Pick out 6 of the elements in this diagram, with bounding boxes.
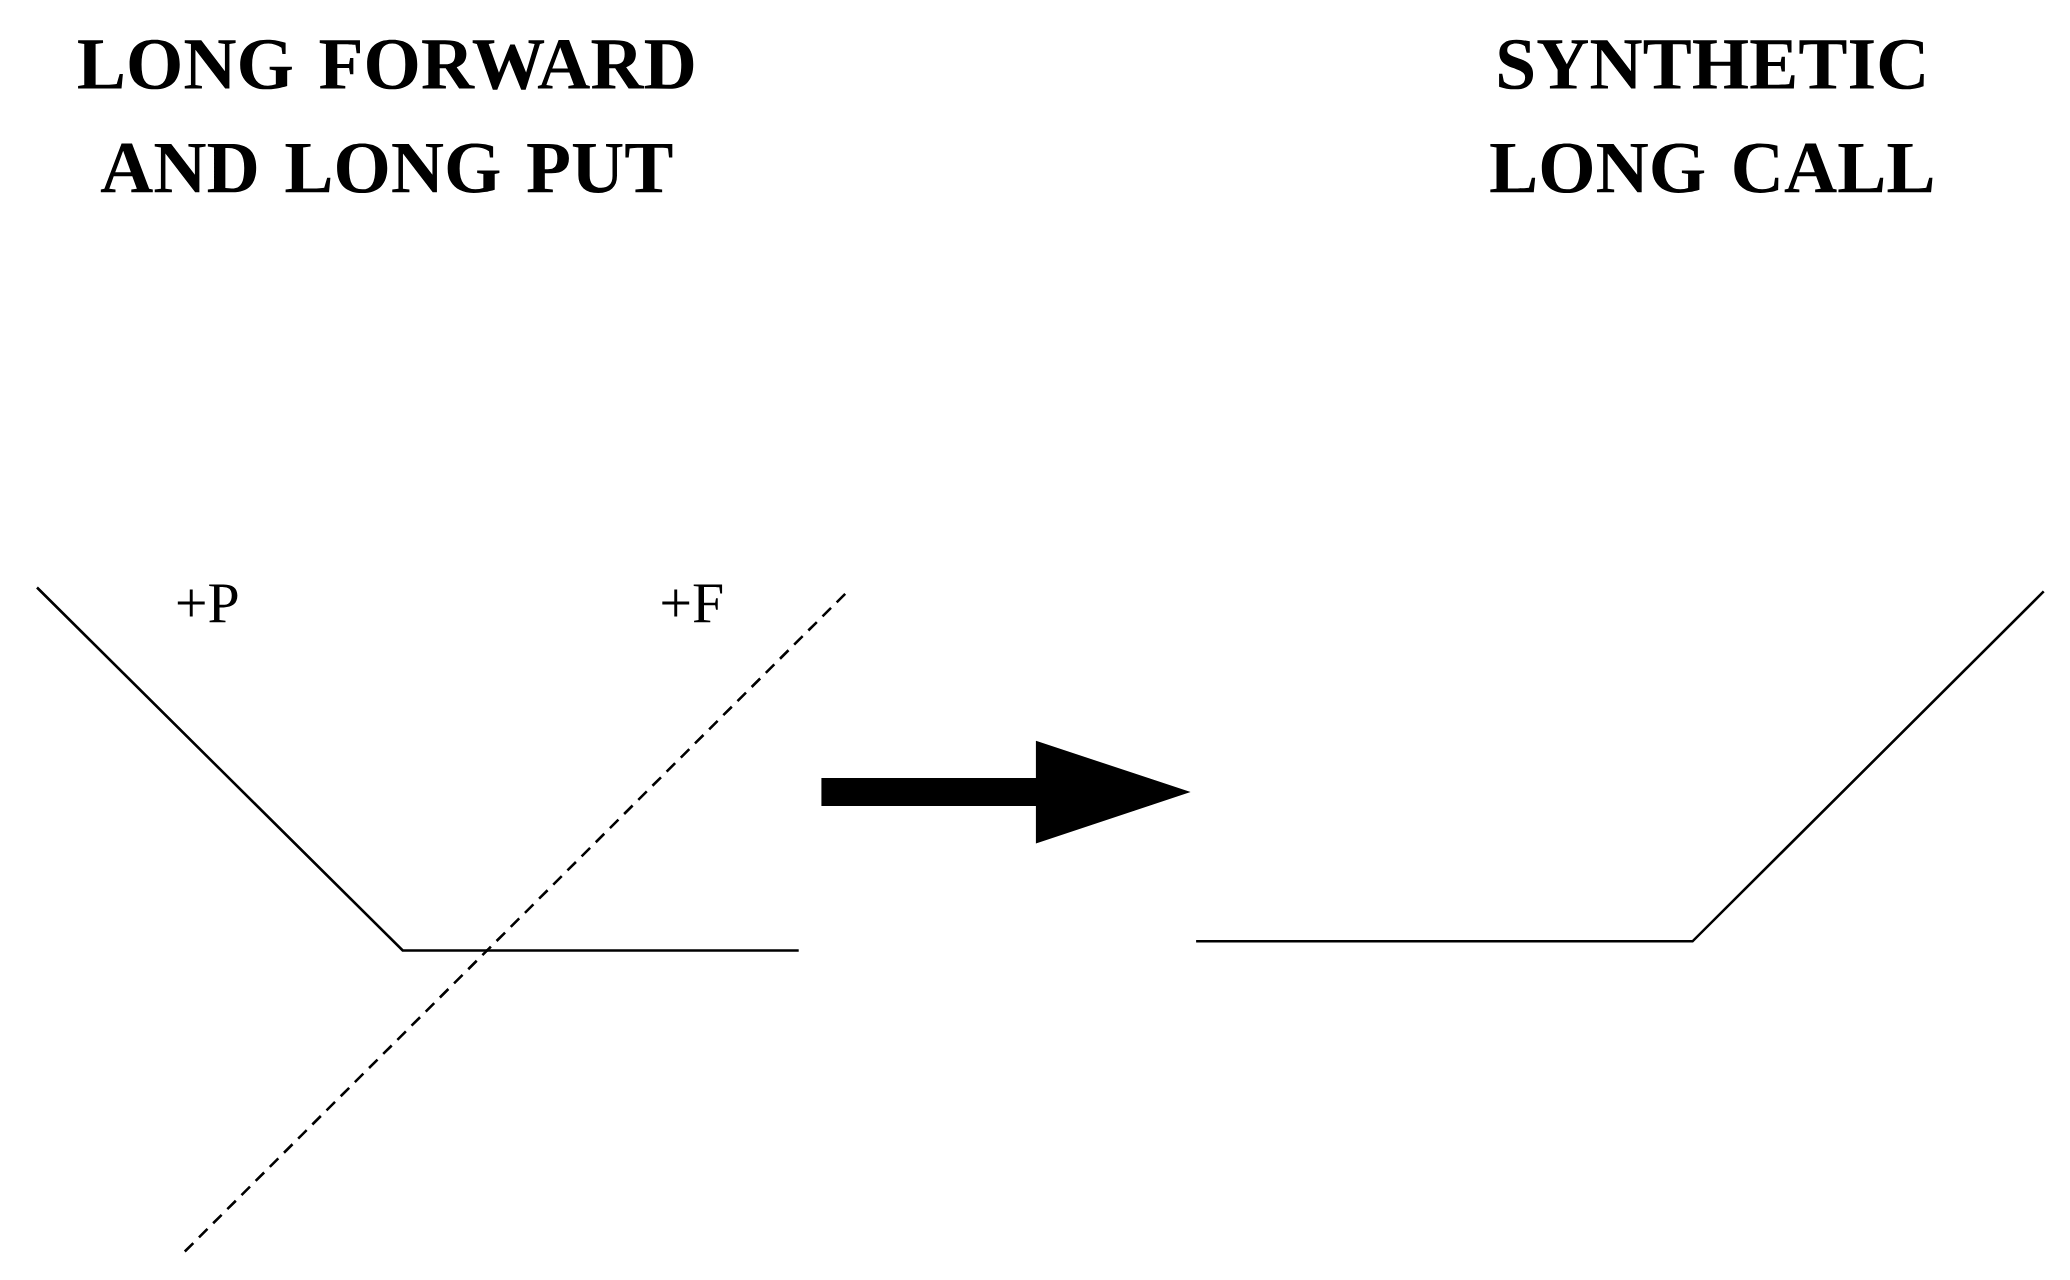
axis-label: +F <box>662 584 723 623</box>
payoff-diagram-drawing <box>36 586 849 1253</box>
payoff-diagram-drawing <box>1196 590 2045 943</box>
title: SYNTHETIC LONG CALL <box>1490 39 1933 193</box>
title: LONG FORWARD AND LONG PUT <box>78 39 694 193</box>
axis-label: +P <box>177 584 238 623</box>
